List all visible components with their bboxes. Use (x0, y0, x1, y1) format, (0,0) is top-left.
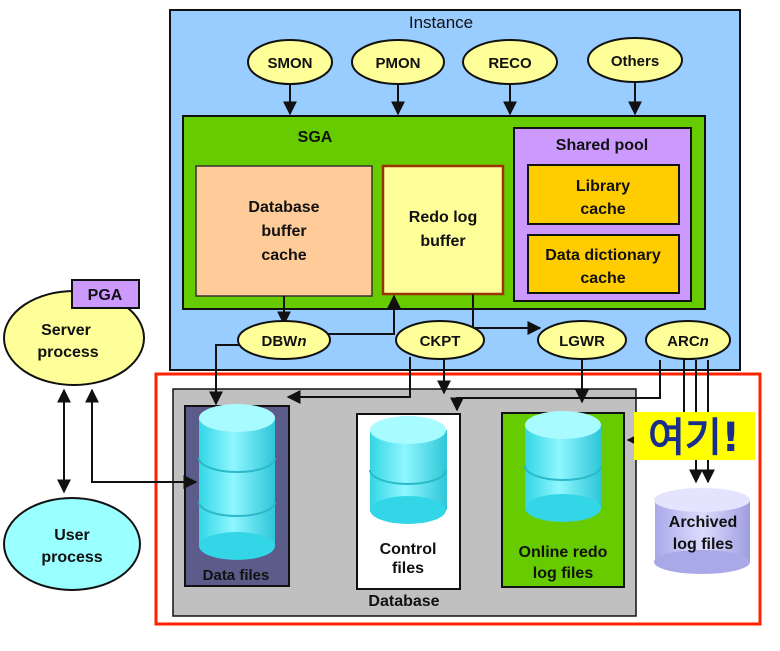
svg-text:buffer: buffer (261, 223, 306, 240)
online-redo-log-files: Online redo log files (501, 411, 625, 588)
svg-text:Shared pool: Shared pool (556, 137, 648, 154)
others-process: Others (587, 37, 683, 83)
reco-process: RECO (462, 39, 558, 85)
control-files: Control files (356, 413, 461, 590)
lgwr-process: LGWR (537, 320, 627, 360)
redo-log-buffer: Redo log buffer (381, 164, 505, 296)
ckpt-process: CKPT (395, 320, 485, 360)
svg-text:cache: cache (580, 201, 625, 218)
online-redo-cylinder (524, 411, 602, 522)
highlight-callout: 여기! (634, 412, 755, 461)
svg-text:buffer: buffer (420, 233, 465, 250)
svg-text:Library: Library (576, 178, 630, 195)
svg-text:Database: Database (248, 199, 319, 216)
highlight-text: 여기! (648, 415, 740, 461)
svg-text:log files: log files (673, 536, 734, 553)
library-cache: Library cache (527, 164, 680, 225)
svg-text:Server: Server (41, 322, 91, 339)
svg-text:Control: Control (380, 541, 437, 558)
smon-process: SMON (247, 39, 333, 85)
archived-log-files: Archived log files (654, 488, 750, 574)
database-buffer-cache: Database buffer cache (195, 165, 373, 297)
svg-text:process: process (37, 344, 98, 361)
process-arrows (283, 82, 642, 116)
svg-text:LGWR: LGWR (559, 333, 605, 350)
control-files-cylinder (369, 416, 447, 524)
server-process: Server process (3, 290, 145, 386)
svg-text:PGA: PGA (88, 287, 123, 304)
svg-text:Archived: Archived (669, 514, 737, 531)
svg-text:Redo log: Redo log (409, 209, 477, 226)
pga-box: PGA (71, 279, 140, 309)
svg-text:Others: Others (611, 53, 659, 70)
data-files: Data files (184, 404, 290, 587)
svg-text:Online redo: Online redo (519, 544, 608, 561)
svg-text:cache: cache (261, 247, 306, 264)
svg-text:User: User (54, 527, 90, 544)
svg-text:log files: log files (533, 565, 594, 582)
highlight-frame (154, 372, 762, 626)
data-files-label: Data files (203, 567, 270, 584)
data-files-cylinder (198, 404, 276, 560)
svg-text:Data dictionary: Data dictionary (545, 247, 661, 264)
svg-text:ARCn: ARCn (667, 333, 709, 350)
dbwn-process: DBWn (237, 320, 331, 360)
arcn-process: ARCn (645, 320, 731, 360)
user-process: User process (3, 497, 141, 591)
pmon-process: PMON (351, 39, 445, 85)
svg-text:RECO: RECO (488, 55, 532, 72)
sga-title: SGA (298, 129, 333, 146)
connector-arrows (57, 294, 715, 494)
svg-text:files: files (392, 560, 424, 577)
database-title: Database (368, 593, 439, 610)
svg-text:cache: cache (580, 270, 625, 287)
svg-text:process: process (41, 549, 102, 566)
svg-text:DBWn: DBWn (262, 333, 307, 350)
svg-text:PMON: PMON (376, 55, 421, 72)
instance-title: Instance (409, 13, 473, 32)
svg-text:SMON: SMON (268, 55, 313, 72)
svg-text:CKPT: CKPT (420, 333, 461, 350)
data-dictionary-cache: Data dictionary cache (527, 234, 680, 294)
